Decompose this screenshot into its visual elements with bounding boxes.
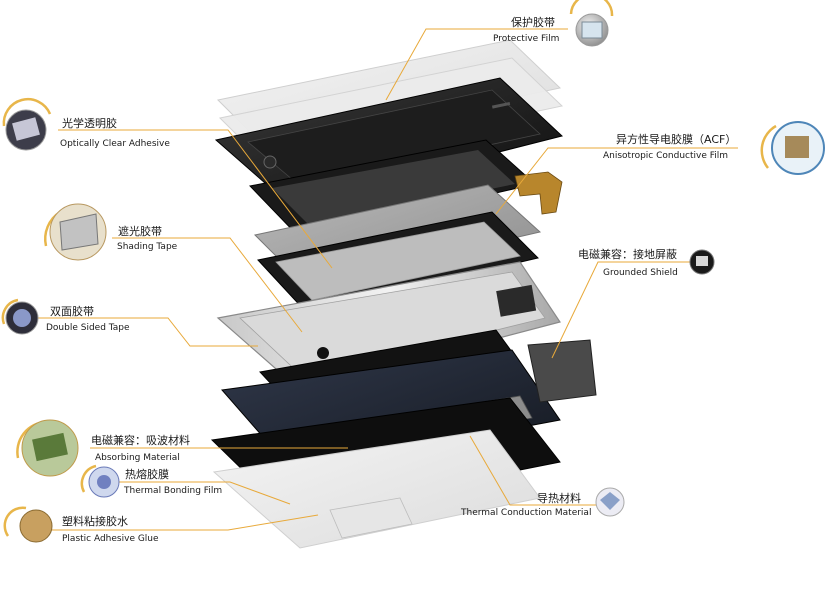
metal-frame-bracket (496, 284, 537, 317)
thermal-bonding-film-sample-icon (88, 466, 120, 498)
grounded-shield-label-en: Grounded Shield (603, 268, 678, 278)
leader-line-shading-tape (112, 237, 303, 333)
double-sided-tape-label-en: Double Sided Tape (46, 323, 130, 333)
ring-optically-clear-adhesive (2, 97, 52, 127)
optically-clear-adhesive-sample-icon (5, 109, 47, 151)
shading-tape-cutout (275, 221, 521, 301)
grounded-shield-label-zh: 电磁兼容：接地屏蔽 (578, 248, 677, 261)
front-glass-inner (247, 89, 541, 187)
metal-frame-inner (239, 271, 546, 379)
ring-plastic-adhesive-glue (3, 506, 27, 537)
display-frame-window (272, 150, 515, 226)
double-sided-tape-label-zh: 双面胶带 (50, 305, 94, 318)
leader-line-thermal-conduction-material (469, 435, 600, 506)
shading-tape-label-en: Shading Tape (117, 242, 178, 252)
acf-label-en: Anisotropic Conductive Film (603, 151, 729, 161)
protective-film-sample-icon (575, 13, 609, 47)
shading-tape-sample-icon (49, 203, 107, 261)
shading-tape-label-zh: 遮光胶带 (118, 225, 162, 238)
ring-double-sided-tape (1, 298, 19, 325)
leader-line-double-sided-tape (28, 317, 258, 347)
thermal-conduction-material-label-en: Thermal Conduction Material (461, 508, 592, 518)
leader-line-grounded-shield (551, 261, 700, 359)
leader-line-optically-clear-adhesive (58, 129, 333, 269)
double-sided-tape-sample-icon (5, 301, 39, 335)
leader-line-thermal-bonding-film (90, 481, 291, 505)
thermal-conduction-material-sample-icon (595, 487, 625, 517)
protective-film-label-zh: 保护胶带 (511, 16, 555, 29)
acf-sample-icon (771, 121, 825, 175)
ring-protective-film (569, 0, 614, 17)
grounded-shield-sample-icon (689, 249, 715, 275)
leader-lines (24, 28, 738, 531)
optically-clear-adhesive-label-en: Optically Clear Adhesive (60, 139, 170, 149)
plastic-adhesive-glue-label-zh: 塑料粘接胶水 (62, 515, 128, 528)
metal-frame-camera-hole (317, 347, 329, 359)
front-glass-home-key (263, 155, 277, 169)
optically-clear-adhesive-label-zh: 光学透明胶 (62, 117, 117, 130)
absorbing-material-sample-icon (21, 419, 79, 477)
plastic-adhesive-glue-label-en: Plastic Adhesive Glue (62, 534, 159, 544)
thermal-bonding-film-label-en: Thermal Bonding Film (124, 486, 223, 496)
thermal-conduction-pad (329, 497, 413, 539)
grounded-shield-part (527, 339, 597, 403)
absorbing-material-label-zh: 电磁兼容：吸波材料 (91, 434, 190, 447)
leader-line-protective-film (385, 28, 568, 101)
leader-line-plastic-adhesive-glue (24, 514, 319, 531)
thermal-bonding-film-label-zh: 热熔胶膜 (125, 468, 169, 481)
plastic-adhesive-glue-sample-icon (19, 509, 53, 543)
protective-film-label-en: Protective Film (493, 34, 560, 44)
ring-acf (760, 124, 777, 169)
thermal-conduction-material-label-zh: 导热材料 (537, 492, 581, 505)
absorbing-material-label-en: Absorbing Material (95, 453, 180, 463)
ring-thermal-bonding-film (80, 464, 97, 493)
leader-line-acf (495, 147, 738, 215)
acf-flex-cable (514, 171, 563, 215)
front-glass-speaker-slot (491, 101, 511, 109)
acf-label-zh: 异方性导电胶膜（ACF） (616, 133, 737, 146)
